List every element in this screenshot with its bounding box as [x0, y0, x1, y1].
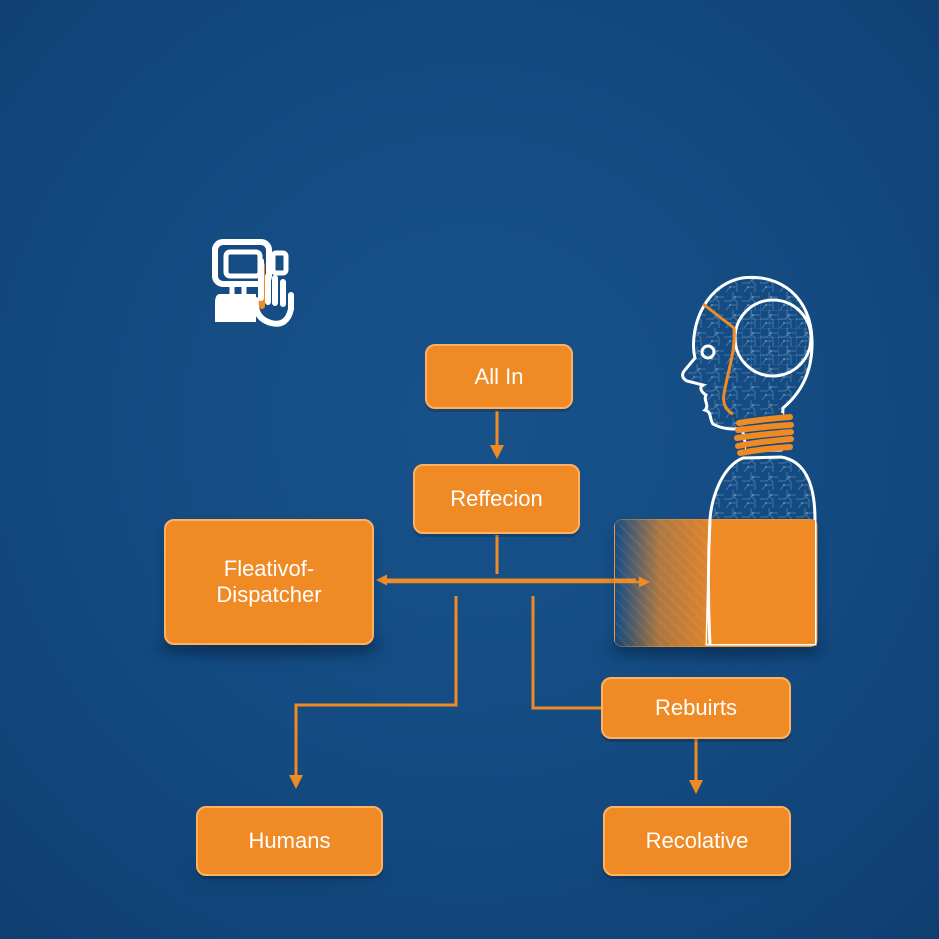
rebuirts-label: Rebuirts — [655, 695, 737, 721]
dispatcher-node: Fleativof- Dispatcher — [164, 519, 374, 645]
ai-head-profile-icon — [681, 275, 817, 646]
rebuirts-node: Rebuirts — [601, 677, 791, 739]
reflection-node: Reffecion — [413, 464, 580, 534]
humans-node: Humans — [196, 806, 383, 876]
dispatcher-label: Fleativof- Dispatcher — [216, 556, 322, 607]
recolative-node: Recolative — [603, 806, 791, 876]
recolative-label: Recolative — [645, 828, 749, 854]
robot-hand-icon — [212, 239, 294, 327]
all-in-label: All In — [474, 363, 524, 389]
rebuirts-connector-line — [531, 596, 603, 710]
all-in-node: All In — [425, 344, 573, 409]
humans-connector-line — [289, 596, 458, 789]
humans-label: Humans — [248, 828, 331, 854]
reflection-label: Reffecion — [450, 486, 543, 512]
